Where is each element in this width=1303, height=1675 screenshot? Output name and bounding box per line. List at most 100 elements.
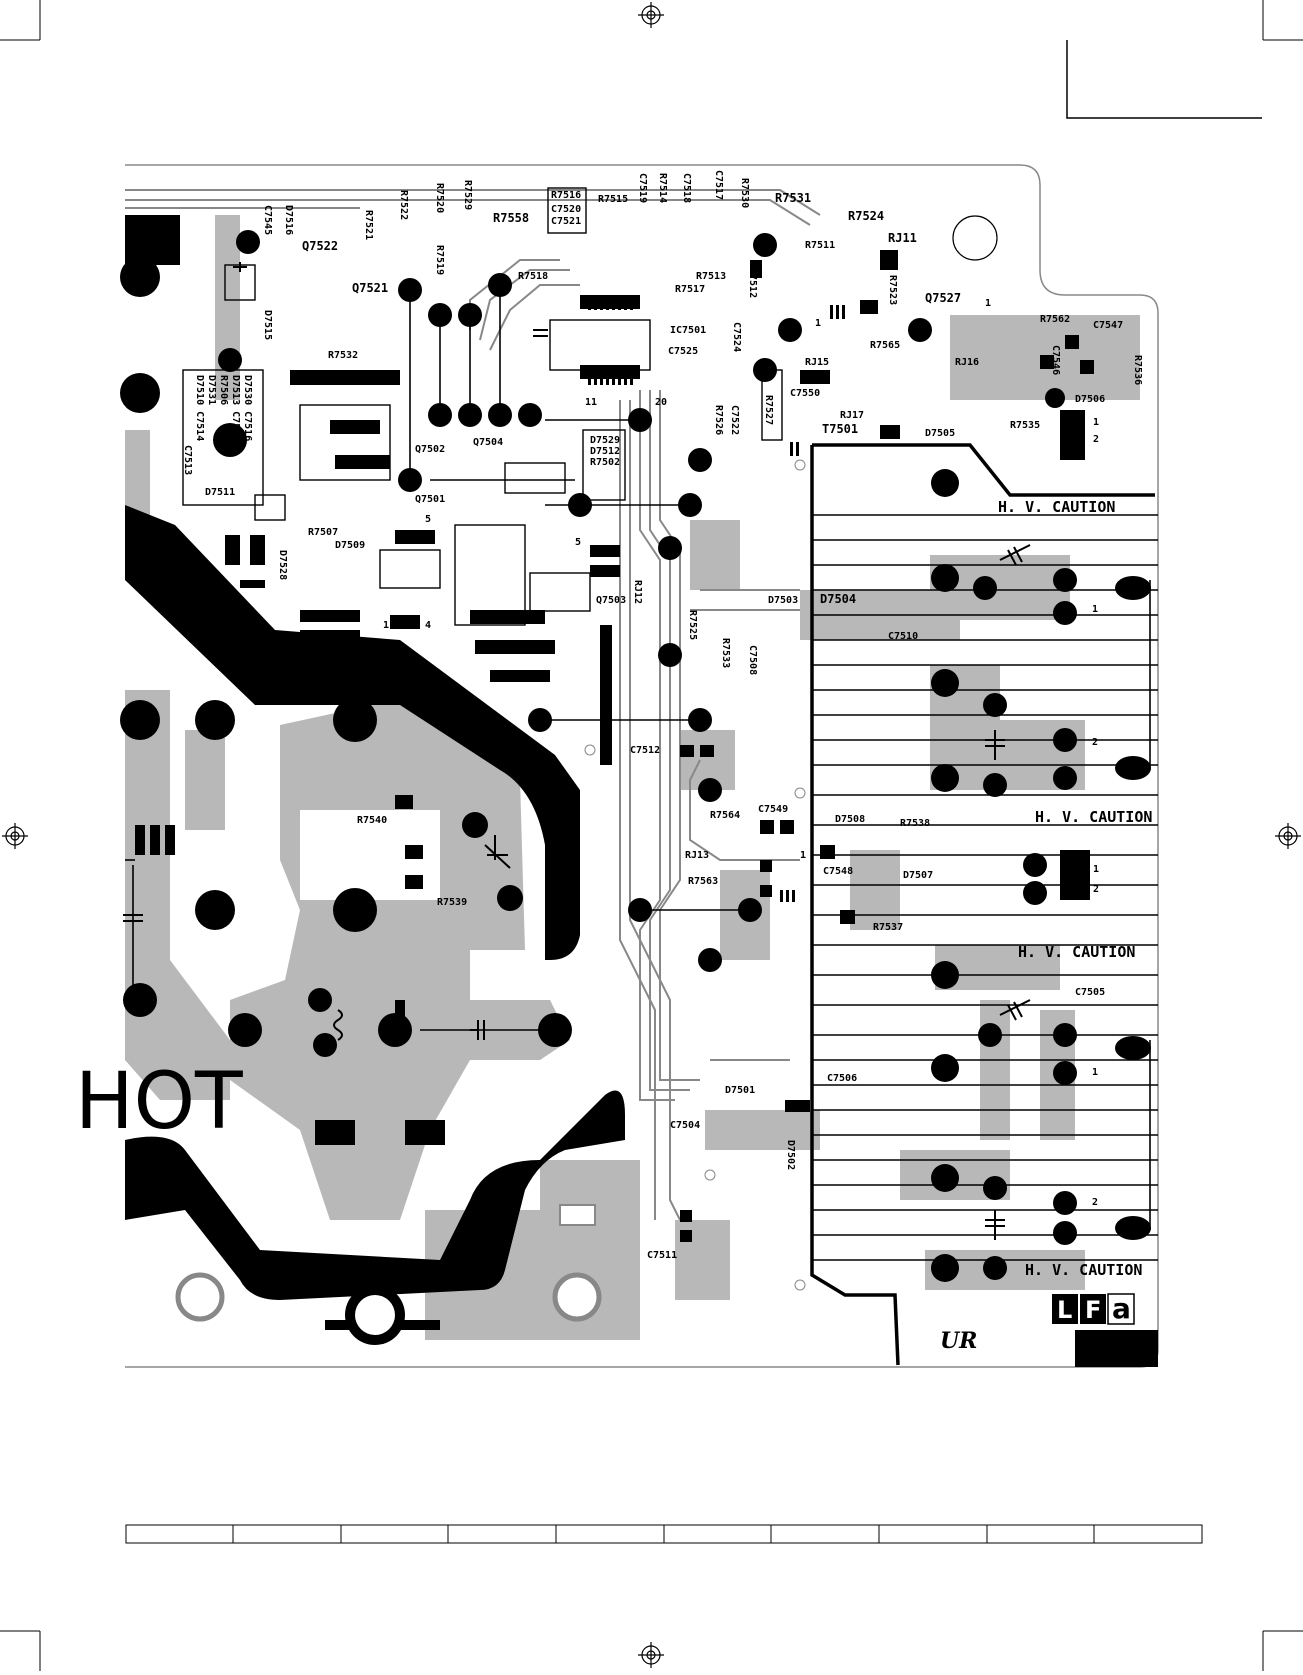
label-r7540: R7540 [357,815,387,826]
hv-caution-1: H. V. CAUTION [998,498,1115,516]
label-r7513: R7513 [696,271,726,282]
label-d7505: D7505 [925,428,955,439]
label-c7524: C7524 [731,322,742,352]
label-c7510: C7510 [888,631,918,642]
pin-label-1d: 1 [800,850,806,861]
label-r7539: R7539 [437,897,467,908]
pin-label-5b: 5 [575,537,581,548]
label-r7563: R7563 [688,876,718,887]
label-c7518: C7518 [681,173,692,203]
component-symbols [123,262,1031,1240]
hv-caution-2: H. V. CAUTION [1035,808,1152,826]
label-r7535: R7535 [1010,420,1040,431]
label-stack-5: D7510 C7514 [194,375,205,441]
label-r7533: R7533 [720,638,731,668]
signal-traces [125,189,821,1221]
label-d7516: D7516 [283,205,294,235]
label-r7562: R7562 [1040,314,1070,325]
label-r7515: R7515 [598,194,628,205]
label-rj12: RJ12 [632,580,643,604]
label-d7501: D7501 [725,1085,755,1096]
label-r7518: R7518 [518,271,548,282]
silkscreen-labels: R7531 R7524 RJ11 R7558 R7511 R7517 R7513… [75,170,1152,1279]
lf-logo-a: a [1112,1292,1131,1325]
label-r7511: R7511 [805,240,835,251]
pin-label-20: 20 [655,397,667,408]
label-stack-3: R7506 [218,375,229,405]
label-r7521: R7521 [363,210,374,240]
label-r7514: R7514 [657,173,668,203]
label-c7512: C7512 [630,745,660,756]
label-d7506: D7506 [1075,394,1105,405]
pin-label-12a: 1 [1093,417,1099,428]
jumper-bar [600,625,612,765]
label-d7515: D7515 [262,310,273,340]
label-c7545: C7545 [262,205,273,235]
hot-zone-label: HOT [75,1057,243,1147]
label-d7509: D7509 [335,540,365,551]
pin-label-2a: 2 [1092,737,1098,748]
label-stack-1: D7530 C7516 [242,375,253,441]
pin-label-1b: 1 [985,298,991,309]
label-r7507: R7507 [308,527,338,538]
label-rj11: RJ11 [888,231,917,245]
label-r7522: R7522 [398,190,409,220]
label-c7525: C7525 [668,346,698,357]
label-t7501: T7501 [822,422,858,436]
ur-certification-mark: UR [940,1328,977,1354]
label-rj13: RJ13 [685,850,709,861]
label-q7502: Q7502 [415,444,445,455]
label-r7529: R7529 [462,180,473,210]
label-d7508: D7508 [835,814,865,825]
label-r7558: R7558 [493,211,529,225]
pin-label-1f: 1 [1092,1067,1098,1078]
label-r7536: R7536 [1132,355,1143,385]
label-c7522: C7522 [729,405,740,435]
label-r7525: R7525 [687,610,698,640]
label-q7504: Q7504 [473,437,503,448]
pin-label-1c: 1 [815,318,821,329]
pin-label-11: 11 [585,397,597,408]
label-c7521: C7521 [551,216,581,227]
label-stack-4: D7531 [206,375,217,405]
pin-label-12c: 1 [1093,864,1099,875]
through-hole-pads [120,230,1151,1282]
pin-label-12d: 2 [1093,884,1099,895]
label-d7507: D7507 [903,870,933,881]
label-r7523: R7523 [887,275,898,305]
label-r7538: R7538 [900,818,930,829]
label-r7532: R7532 [328,350,358,361]
label-c7505: C7505 [1075,987,1105,998]
label-d7503: D7503 [768,595,798,606]
pin-label-2b: 2 [1092,1197,1098,1208]
label-d7502: D7502 [785,1140,796,1170]
pin-label-1a: 1 [383,620,389,631]
label-d7511: D7511 [205,487,235,498]
label-d7504: D7504 [820,592,856,606]
label-rj15: RJ15 [805,357,829,368]
label-ic7501: IC7501 [670,325,706,336]
label-stack-6: C7513 [182,445,193,475]
label-c7511: C7511 [647,1250,677,1261]
label-r7517: R7517 [675,284,705,295]
ic7501-pins [588,295,845,902]
label-q7521: Q7521 [352,281,388,295]
label-c7547: C7547 [1093,320,1123,331]
label-r7531: R7531 [775,191,811,205]
label-q7527: Q7527 [925,291,961,305]
lf-logo-l: L [1057,1296,1072,1324]
mounting-holes [175,215,998,1345]
label-c7506: C7506 [827,1073,857,1084]
label-r7564: R7564 [710,810,740,821]
label-r7524: R7524 [848,209,884,223]
label-c7546: C7546 [1050,345,1061,375]
ur-mark-text: UR [940,1328,977,1354]
label-r7519: R7519 [434,245,445,275]
lf-logo-f: F [1085,1296,1101,1324]
label-c7519: C7519 [637,173,648,203]
label-c7549: C7549 [758,804,788,815]
